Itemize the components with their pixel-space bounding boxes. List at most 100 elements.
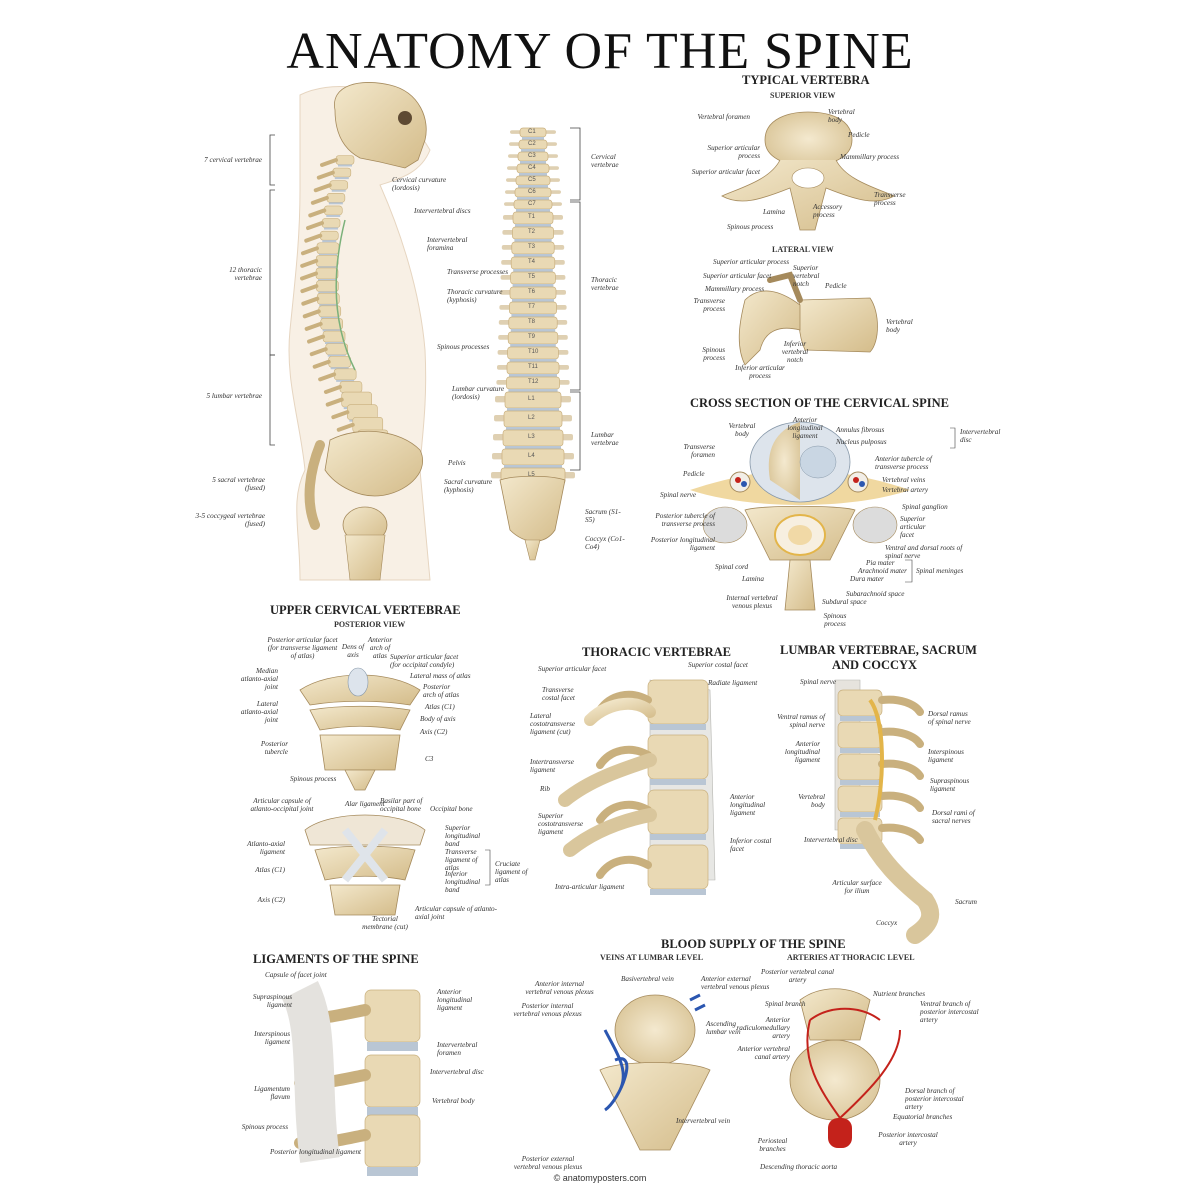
craniovertebral-figure (304, 814, 491, 916)
label-posterior-tubercle-cervical: Posterior tubercle (260, 740, 288, 756)
typical-vertebra-lateral (738, 271, 878, 366)
heading-typical-vertebra: TYPICAL VERTEBRA (742, 73, 870, 87)
label-dura-mater: Dura mater (850, 575, 884, 583)
typical-vertebra-superior (721, 111, 895, 231)
label-lamina: Lamina (763, 208, 785, 216)
vertebra-number-l2: L2 (528, 415, 535, 421)
label-annulus-fibrosus: Annulus fibrosus (836, 426, 885, 434)
label-spinous-processes: Spinous processes (437, 343, 490, 351)
vertebra-number-c1: C1 (528, 128, 536, 135)
label-lat-transverse-process: Transverse process (693, 297, 725, 313)
label-sacral-curvature: Sacral curvature (kyphosis) (444, 478, 493, 494)
sacrum-lateral (304, 440, 325, 530)
label-transverse-costal-facet: Transverse costal facet (542, 686, 575, 702)
heading-ligaments: LIGAMENTS OF THE SPINE (253, 952, 419, 966)
upper-cervical-figure (299, 667, 421, 791)
label-inferior-longitudinal-band: Inferior longitudinal band (445, 870, 481, 894)
label-accessory-process: Accessory process (813, 203, 843, 219)
label-body-of-axis: Body of axis (420, 715, 456, 723)
vertebra-number-c2: C2 (528, 140, 536, 147)
vertebra-number-l4: L4 (528, 453, 535, 459)
label-intervertebral-disc: Intervertebral disc (960, 428, 1001, 444)
label-dorsal-branch-intercostal: Dorsal branch of posterior intercostal a… (905, 1087, 964, 1111)
vertebra-number-t2: T2 (528, 229, 536, 235)
anterior-spine-figure (491, 127, 581, 561)
label-sacrum: Sacrum (S1-S5) (585, 508, 621, 524)
label-vertebral-body: Vertebral body (828, 108, 855, 124)
label-posterior-internal-plexus: Posterior internal vertebral venous plex… (513, 1002, 582, 1018)
vertebra-number-c5: C5 (528, 176, 536, 183)
thoracic-figure (558, 679, 716, 895)
label-vertebral-artery: Vertebral artery (882, 486, 929, 494)
label-lat-sup-articular-facet: Superior articular facet (703, 272, 772, 280)
label-descending-aorta: Descending thoracic aorta (760, 1163, 838, 1171)
label-nutrient-branches: Nutrient branches (873, 990, 926, 998)
label-posterior-canal-artery: Posterior vertebral canal artery (760, 968, 835, 984)
label-ventral-ramus: Ventral ramus of spinal nerve (777, 713, 825, 729)
vertebra-number-t4: T4 (528, 259, 536, 265)
label-pelvis: Pelvis (448, 459, 466, 467)
label-superior-longitudinal-band: Superior longitudinal band (445, 824, 481, 848)
label-articular-surface-ilium: Articular surface for ilium (832, 879, 882, 895)
label-internal-venous-plexus: Internal vertebral venous plexus (726, 594, 778, 610)
label-spinal-branch: Spinal branch (765, 1000, 806, 1008)
label-anterior-tubercle: Anterior tubercle of transverse process (875, 455, 932, 471)
label-lat-spinous-process: Spinous process (702, 346, 725, 362)
subheading-posterior-view: POSTERIOR VIEW (334, 620, 406, 629)
subheading-lateral-view: LATERAL VIEW (772, 245, 834, 254)
label-pia-mater: Pia mater (866, 559, 895, 567)
label-ventral-dorsal-roots: Ventral and dorsal roots of spinal nerve (885, 544, 963, 560)
label-posterior-external-plexus: Posterior external vertebral venous plex… (513, 1155, 583, 1171)
label-posterior-articular-facet: Posterior articular facet (for transvers… (267, 636, 338, 660)
label-cs-spinous-process: Spinous process (823, 612, 847, 628)
label-intertransverse-ligament: Intertransverse ligament (530, 758, 574, 774)
label-lat-pedicle: Pedicle (825, 282, 847, 290)
label-mammillary-process: Mammillary process (840, 153, 900, 161)
label-lateral-mass-atlas: Lateral mass of atlas (410, 672, 471, 680)
label-alar-ligament: Alar ligament (345, 800, 385, 808)
label-posterior-longitudinal-ligament: Posterior longitudinal ligament (650, 536, 715, 552)
group-lumbar: 5 lumbar vertebrae (206, 392, 263, 400)
label-interspinous-ligament: Interspinous ligament (928, 748, 964, 764)
heading-thoracic: THORACIC VERTEBRAE (582, 645, 732, 659)
label-occipital-bone: Occipital bone (430, 805, 473, 813)
sacrum-anterior (499, 475, 566, 542)
group-cervical: 7 cervical vertebrae (204, 156, 262, 164)
label-cs-pedicle: Pedicle (683, 470, 705, 478)
label-anterior-internal-plexus: Anterior internal vertebral venous plexu… (525, 980, 594, 996)
label-spinous-process: Spinous process (727, 223, 774, 231)
label-dens-of-axis: Dens of axis (341, 643, 365, 659)
label-thoracic-vertebrae: Thoracic vertebrae (591, 276, 619, 292)
label-subdural-space: Subdural space (822, 598, 867, 606)
label-transverse-foramen: Transverse foramen (683, 443, 715, 459)
vertebra-number-t12: T12 (528, 379, 539, 385)
label-intervertebral-vein: Intervertebral vein (676, 1117, 731, 1125)
label-superior-articular-facet: Superior articular facet (691, 168, 760, 176)
label-cervical-vertebrae: Cervical vertebrae (591, 153, 619, 169)
label-ligamentum-flavum: Ligamentum flavum (254, 1085, 290, 1101)
lateral-vertebral-column (300, 155, 393, 460)
label-th-anterior-longitudinal: Anterior longitudinal ligament (730, 793, 766, 817)
label-spinal-ganglion: Spinal ganglion (902, 503, 948, 511)
label-lu-anterior-longitudinal: Anterior longitudinal ligament (784, 740, 820, 764)
label-rib: Rib (540, 785, 550, 793)
vertebra-number-l1: L1 (528, 396, 535, 402)
label-spinal-cord: Spinal cord (715, 563, 749, 571)
heading-cross-section: CROSS SECTION OF THE CERVICAL SPINE (690, 396, 950, 410)
label-lg-intervertebral-disc: Intervertebral disc (430, 1068, 484, 1076)
coccyx-anterior (524, 539, 541, 561)
subheading-veins: VEINS AT LUMBAR LEVEL (600, 953, 704, 962)
label-capsule-atlanto-occipital: Articular capsule of atlanto-occipital j… (250, 797, 314, 813)
heading-upper-cervical: UPPER CERVICAL VERTEBRAE (270, 603, 461, 617)
label-cs-lamina: Lamina (742, 575, 764, 583)
pelvis (324, 430, 423, 497)
label-capsule-facet-joint: Capsule of facet joint (265, 971, 327, 979)
heading-lumbar-2: AND COCCYX (832, 658, 918, 672)
heading-blood-supply: BLOOD SUPPLY OF THE SPINE (661, 937, 846, 951)
label-superior-vertebral-notch: Superior vertebral notch (793, 264, 820, 288)
label-lat-vertebral-body: Vertebral body (886, 318, 913, 334)
subheading-superior-view: SUPERIOR VIEW (770, 91, 836, 100)
label-coccyx: Coccyx (Co1-Co4) (585, 535, 625, 551)
label-periosteal-branches: Periosteal branches (757, 1137, 788, 1153)
label-anterior-arch-atlas: Anterior arch of atlas (367, 636, 393, 660)
